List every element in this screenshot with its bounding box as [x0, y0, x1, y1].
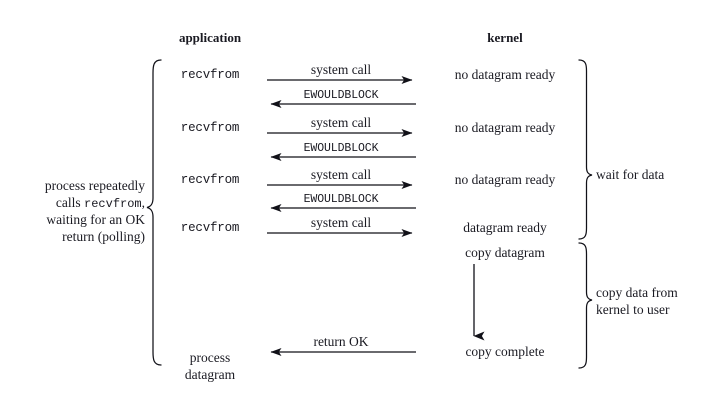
application-call-recvfrom-4: recvfrom [180, 221, 240, 235]
annotation-left-line4: return (polling) [62, 228, 145, 244]
application-result-line2: datagram [184, 367, 236, 382]
application-call-recvfrom-2: recvfrom [180, 121, 240, 135]
message-label-ewouldblock-2: EWOULDBLOCK [303, 142, 379, 155]
annotation-right-wait-for-data-text: wait for data [596, 167, 665, 182]
message-label-ewouldblock-3: EWOULDBLOCK [303, 193, 379, 206]
application-result-line1: process [189, 350, 231, 365]
message-label-system-call-4: system call [310, 215, 372, 230]
kernel-state-no-datagram-ready-1: no datagram ready [454, 67, 556, 82]
brace-left-polling [146, 59, 162, 366]
annotation-left-line2-mono: recvfrom [84, 196, 142, 211]
kernel-state-copy-complete: copy complete [465, 344, 545, 359]
message-label-system-call-3: system call [310, 167, 372, 182]
kernel-state-no-datagram-ready-3: no datagram ready [454, 172, 556, 187]
annotation-left-line2-pre: calls [55, 194, 85, 210]
message-label-ewouldblock-1: EWOULDBLOCK [303, 89, 379, 102]
kernel-state-copy-datagram: copy datagram [465, 245, 545, 260]
annotation-left-line2: calls recvfrom, [0, 195, 145, 213]
annotation-right-copy-data: copy data from kernel to user [596, 285, 706, 318]
kernel-state-datagram-ready: datagram ready [463, 220, 547, 235]
application-call-recvfrom-3: recvfrom [180, 173, 240, 187]
application-call-recvfrom-1: recvfrom [180, 68, 240, 82]
annotation-right-copy-data-line2: kernel to user [596, 301, 670, 317]
annotation-left-line3: waiting for an OK [46, 212, 145, 227]
annotation-right-wait-for-data: wait for data [596, 167, 706, 184]
brace-right-copy-data [578, 242, 593, 369]
column-header-application: application [178, 30, 242, 45]
annotation-left-line1: process repeatedly [44, 178, 145, 193]
annotation-right-copy-data-line1: copy data from [596, 285, 678, 300]
column-header-kernel: kernel [487, 30, 523, 45]
annotation-left-line2-post: , [141, 194, 145, 210]
brace-right-wait-for-data [578, 59, 593, 240]
annotation-left-polling: process repeatedly calls recvfrom, waiti… [0, 178, 145, 245]
message-label-system-call-1: system call [310, 62, 372, 77]
message-label-system-call-2: system call [310, 115, 372, 130]
message-label-return-ok: return OK [313, 334, 369, 349]
kernel-state-no-datagram-ready-2: no datagram ready [454, 120, 556, 135]
